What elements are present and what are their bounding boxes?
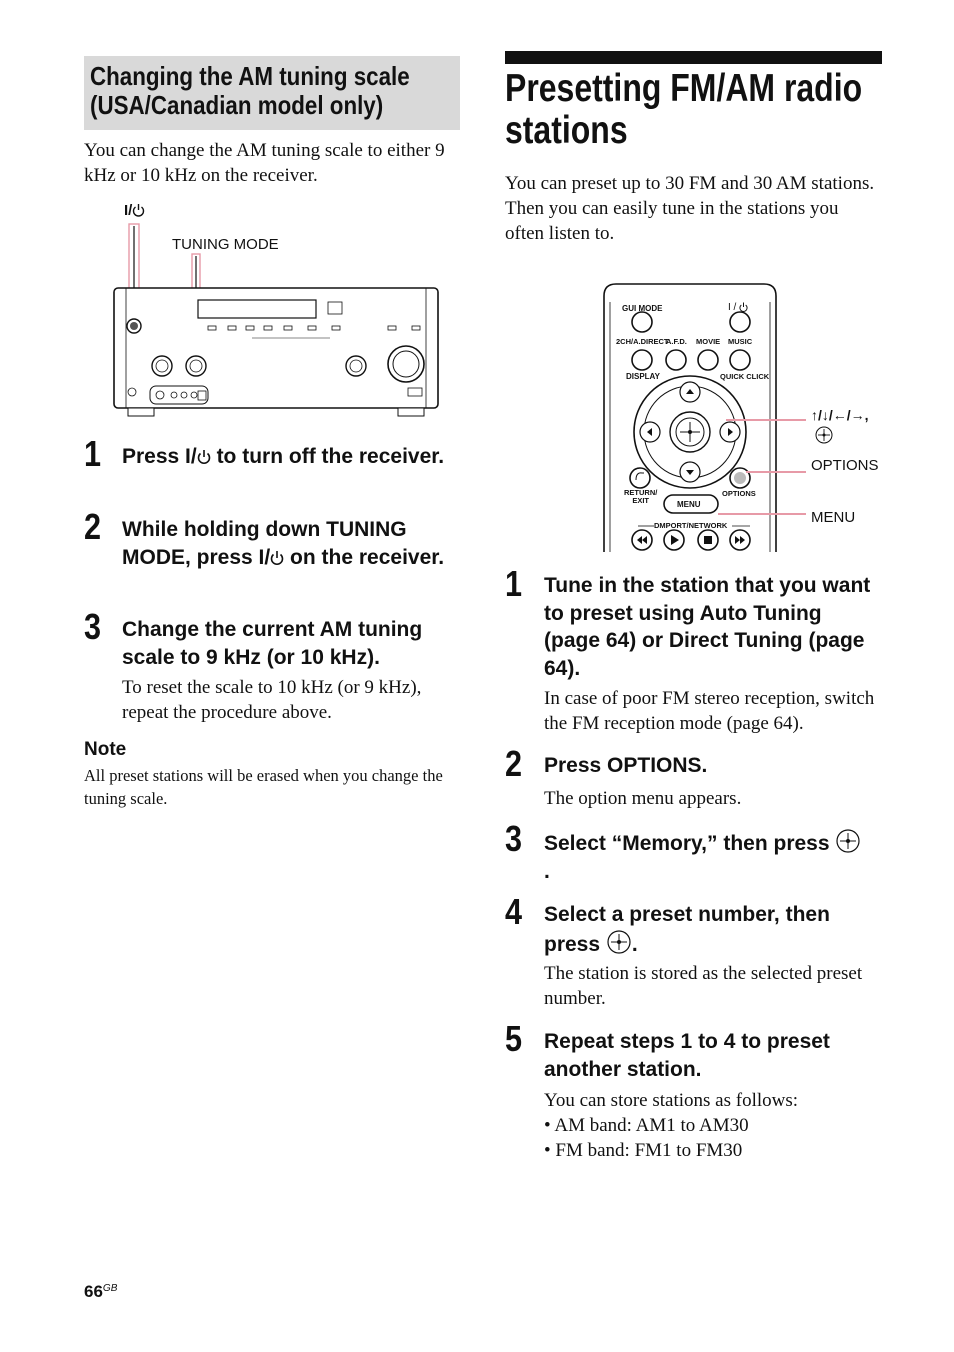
remote-power-label: I / xyxy=(728,302,748,313)
right-step-4-title: Select a preset number, then press . xyxy=(544,903,830,956)
left-step-2-number: 2 xyxy=(84,506,102,547)
enter-icon xyxy=(607,929,631,954)
bullet-fm-band: • FM band: FM1 to FM30 xyxy=(544,1140,743,1161)
right-step-5-desc: You can store stations as follows: xyxy=(544,1090,799,1111)
right-step-4-number: 4 xyxy=(505,891,523,932)
right-step-5-number: 5 xyxy=(505,1018,523,1059)
right-step-5-title: Repeat steps 1 to 4 to preset another st… xyxy=(544,1030,830,1081)
right-step-1-number: 1 xyxy=(505,563,523,604)
tuning-mode-label: TUNING MODE xyxy=(172,236,279,253)
receiver-drawing xyxy=(113,223,439,417)
left-step-3-title: Change the current AM tuning scale to 9 … xyxy=(122,618,423,669)
enter-icon xyxy=(836,829,860,853)
music-label: MUSIC xyxy=(728,337,753,346)
left-step-3-number: 3 xyxy=(84,606,102,647)
page-title: Presetting FM/AM radio stations xyxy=(505,67,863,152)
quick-click-label: QUICK CLICK xyxy=(720,372,770,381)
power-label: I/ xyxy=(124,202,145,219)
bullet-am-band: • AM band: AM1 to AM30 xyxy=(544,1115,749,1136)
menu-small-label: MENU xyxy=(677,500,701,509)
remote-drawing xyxy=(603,283,833,552)
options-label: OPTIONS xyxy=(811,457,879,474)
left-step-2-title: While holding down TUNING MODE, press I/… xyxy=(122,518,445,569)
movie-label: MOVIE xyxy=(696,337,721,346)
power-icon xyxy=(270,550,284,565)
page-number: 66GB xyxy=(84,1282,118,1301)
right-step-3-title: Select “Memory,” then press . xyxy=(544,828,864,885)
remote-figure: GUI MODE I / 2CH/A.DIRECT A.F.D. MOVIE M… xyxy=(600,282,890,552)
right-step-4-desc: The station is stored as the selected pr… xyxy=(544,963,863,1009)
options-small-label: OPTIONS xyxy=(722,489,756,498)
afd-label: A.F.D. xyxy=(666,337,687,346)
direct-label: 2CH/A.DIRECT xyxy=(616,337,669,346)
return-exit-label: RETURN/ EXIT xyxy=(624,488,658,505)
section-header-am-tuning: Changing the AM tuning scale (USA/Canadi… xyxy=(84,56,460,130)
receiver-figure: I/ TUNING MODE xyxy=(112,196,444,426)
right-step-2-title: Press OPTIONS. xyxy=(544,754,708,777)
note-title: Note xyxy=(84,739,127,760)
note-text: All preset stations will be erased when … xyxy=(84,766,443,808)
gui-mode-label: GUI MODE xyxy=(622,304,663,313)
left-step-1-number: 1 xyxy=(84,433,102,474)
power-icon xyxy=(197,450,210,465)
left-step-3-desc: To reset the scale to 10 kHz (or 9 kHz),… xyxy=(122,677,422,723)
left-step-1-title: Press I/ to turn off the receiver. xyxy=(122,445,445,468)
arrows-label: ↑/↓/←/→, xyxy=(811,407,869,423)
presetting-intro-text: You can preset up to 30 FM and 30 AM sta… xyxy=(505,173,875,244)
display-label: DISPLAY xyxy=(626,372,660,381)
section-title: Changing the AM tuning scale (USA/Canadi… xyxy=(90,61,410,120)
menu-label: MENU xyxy=(811,509,856,526)
am-intro-text: You can change the AM tuning scale to ei… xyxy=(84,140,445,186)
dmport-label: DMPORT/NETWORK xyxy=(654,521,728,530)
right-step-2-number: 2 xyxy=(505,743,523,784)
right-step-3-number: 3 xyxy=(505,818,523,859)
power-icon xyxy=(133,204,145,217)
right-step-1-title: Tune in the station that you want to pre… xyxy=(544,574,871,680)
right-step-2-desc: The option menu appears. xyxy=(544,788,742,809)
power-icon xyxy=(739,302,748,312)
right-step-1-desc: In case of poor FM stereo reception, swi… xyxy=(544,688,875,734)
title-rule xyxy=(505,51,882,64)
